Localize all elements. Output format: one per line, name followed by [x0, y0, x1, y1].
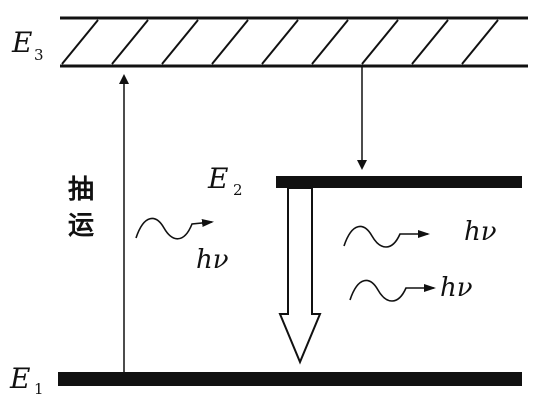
svg-text:1: 1 — [34, 380, 44, 398]
e2-level-line — [276, 176, 522, 188]
pump-label: 抽 运 — [68, 175, 94, 241]
svg-text:E: E — [9, 362, 30, 395]
e3-band — [60, 16, 528, 68]
emitted-photon-1-label: hν — [464, 217, 497, 247]
emitted-photon-2-label: hν — [440, 273, 473, 303]
absorbed-photon-label: hν — [196, 245, 229, 275]
e3-hatching — [61, 19, 499, 65]
svg-text:E: E — [207, 162, 228, 195]
emitted-photon-1: hν — [343, 217, 497, 248]
svg-text:2: 2 — [233, 181, 243, 199]
emitted-photon-2: hν — [349, 273, 473, 303]
e2-label: E 2 — [207, 162, 243, 199]
emission-arrow — [278, 187, 322, 365]
e3-label: E 3 — [11, 26, 44, 64]
svg-text:3: 3 — [34, 46, 44, 64]
svg-text:运: 运 — [68, 211, 94, 241]
absorbed-photon: hν — [135, 217, 229, 275]
e1-level-line — [58, 372, 522, 386]
e1-label: E 1 — [9, 362, 44, 398]
svg-text:E: E — [11, 26, 32, 59]
svg-text:抽: 抽 — [68, 175, 94, 205]
